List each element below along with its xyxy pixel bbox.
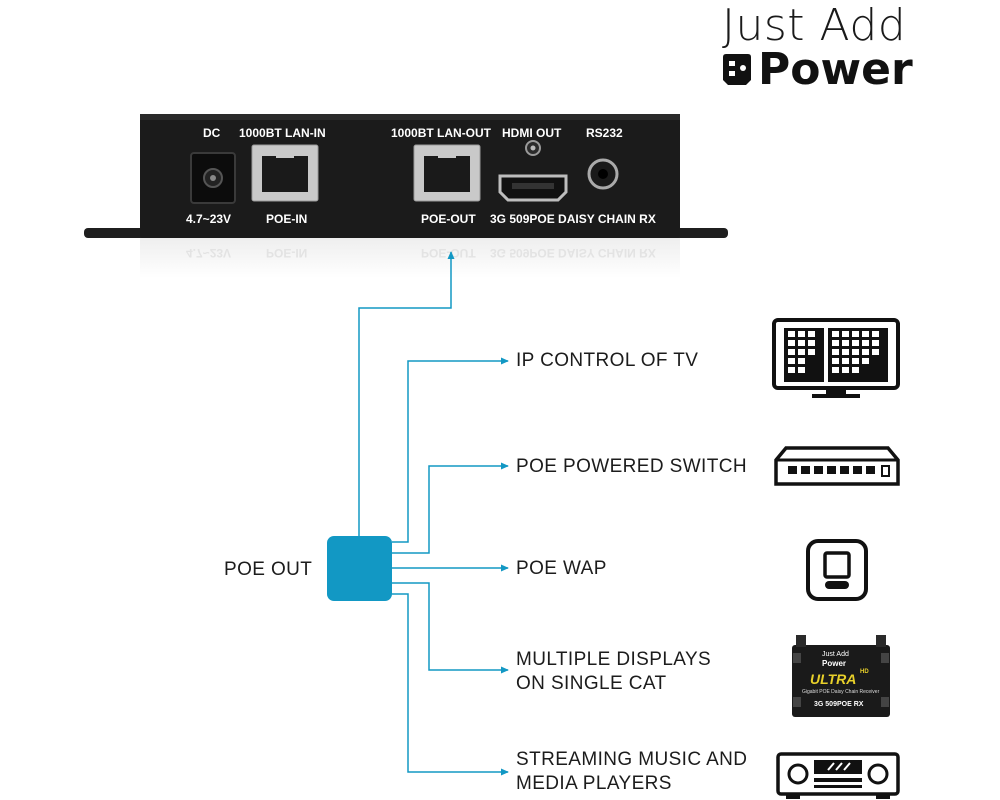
uplink-line: [358, 251, 455, 536]
line-ip-control: [392, 357, 509, 543]
receiver-icon: Just Add Power ULTRA HD Gigabit POE Dais…: [792, 635, 890, 717]
lan-out-label: 1000BT LAN-OUT: [391, 126, 492, 140]
output-label-streaming-1: STREAMING MUSIC AND: [516, 749, 748, 770]
output-label-multiple-displays-1: MULTIPLE DISPLAYS: [516, 649, 712, 670]
hub-label: POE OUT: [224, 559, 313, 580]
power-plug-icon: [722, 52, 752, 86]
tv-icon: [772, 318, 900, 398]
poe-out-hub: [327, 536, 392, 601]
output-label-poe-wap: POE WAP: [516, 558, 607, 579]
line-multiple-displays: [392, 582, 509, 674]
device-rear-panel: [84, 114, 728, 278]
poe-out-label: POE-OUT: [421, 212, 476, 226]
output-label-multiple-displays-2: ON SINGLE CAT: [516, 673, 667, 694]
output-label-streaming-2: MEDIA PLAYERS: [516, 773, 672, 794]
output-label-poe-switch: POE POWERED SWITCH: [516, 456, 747, 477]
output-label-ip-control: IP CONTROL OF TV: [516, 350, 699, 371]
receiver-model: 3G 509POE RX: [814, 701, 864, 708]
model-label: 3G 509POE DAISY CHAIN RX: [490, 212, 656, 226]
receiver-logo-sup: HD: [860, 669, 869, 675]
lan-in-label: 1000BT LAN-IN: [239, 126, 326, 140]
voltage-label: 4.7~23V: [186, 212, 232, 226]
media-player-icon: [776, 752, 900, 799]
brand-line-1: Just Add: [722, 0, 907, 51]
receiver-subtitle: Gigabit POE Daisy Chain Receiver: [802, 689, 880, 695]
brand-line-2: Power: [758, 44, 913, 95]
receiver-brand-line2: Power: [822, 659, 847, 668]
switch-icon: [774, 446, 900, 486]
poe-in-label: POE-IN: [266, 212, 308, 226]
hdmi-out-label: HDMI OUT: [502, 126, 562, 140]
wap-icon: [806, 539, 868, 601]
dc-label: DC: [203, 126, 221, 140]
line-streaming: [392, 593, 509, 776]
receiver-brand-line1: Just Add: [822, 651, 849, 658]
line-poe-switch: [392, 462, 509, 554]
receiver-logo: ULTRA: [810, 671, 857, 687]
rs232-label: RS232: [586, 126, 623, 140]
